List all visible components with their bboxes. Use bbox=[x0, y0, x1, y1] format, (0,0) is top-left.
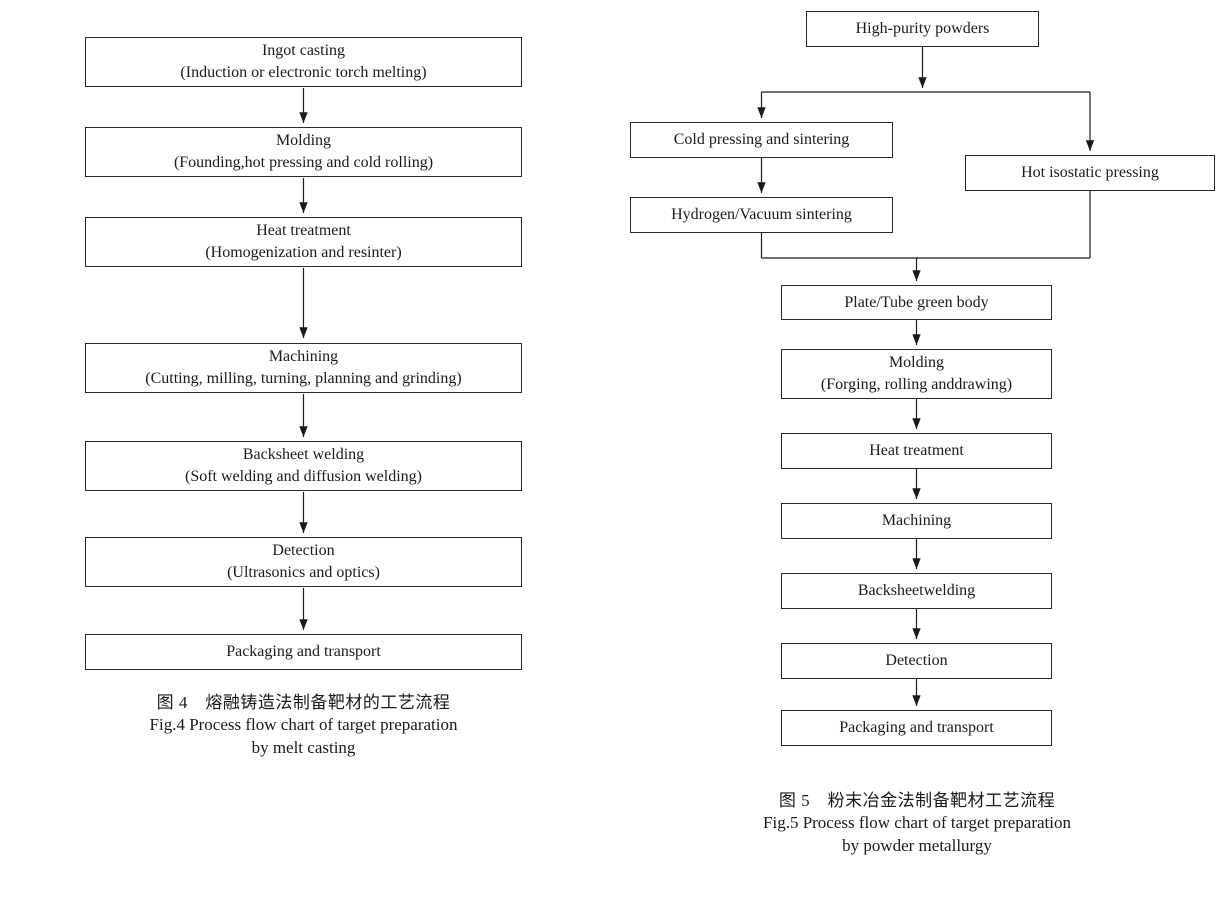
flow-box-cold-pressing-sintering: Cold pressing and sintering bbox=[630, 122, 893, 158]
flow-box-machining-pm: Machining bbox=[781, 503, 1052, 539]
flow-box-molding: Molding (Founding,hot pressing and cold … bbox=[85, 127, 522, 177]
flow-box-title: Cold pressing and sintering bbox=[673, 131, 850, 149]
flow-box-title: Heat treatment bbox=[256, 222, 351, 240]
flow-box-molding-pm: Molding (Forging, rolling anddrawing) bbox=[781, 349, 1052, 399]
flow-box-heat-treatment: Heat treatment (Homogenization and resin… bbox=[85, 217, 522, 267]
flow-box-title: Hydrogen/Vacuum sintering bbox=[671, 206, 852, 224]
fig4-caption: 图 4 熔融铸造法制备靶材的工艺流程 Fig.4 Process flow ch… bbox=[85, 692, 522, 759]
flow-box-subtitle: (Homogenization and resinter) bbox=[205, 244, 402, 261]
fig4-caption-english-line1: Fig.4 Process flow chart of target prepa… bbox=[149, 715, 458, 735]
flow-box-title: Detection bbox=[885, 652, 948, 670]
flow-box-heat-treatment-pm: Heat treatment bbox=[781, 433, 1052, 469]
flow-box-machining: Machining (Cutting, milling, turning, pl… bbox=[85, 343, 522, 393]
flow-box-subtitle: (Forging, rolling anddrawing) bbox=[820, 376, 1013, 393]
fig4-caption-english-line2: by melt casting bbox=[251, 737, 356, 757]
fig5-caption: 图 5 粉末冶金法制备靶材工艺流程 Fig.5 Process flow cha… bbox=[697, 790, 1137, 857]
flow-box-subtitle: (Induction or electronic torch melting) bbox=[180, 64, 427, 81]
flow-box-title: Backsheetwelding bbox=[857, 582, 976, 600]
flow-box-title: Machining bbox=[881, 512, 952, 530]
flow-box-ingot-casting: Ingot casting (Induction or electronic t… bbox=[85, 37, 522, 87]
flow-box-subtitle: (Cutting, milling, turning, planning and… bbox=[145, 370, 462, 387]
flow-box-plate-tube-green-body: Plate/Tube green body bbox=[781, 285, 1052, 320]
flow-box-detection-pm: Detection bbox=[781, 643, 1052, 679]
flow-box-title: Heat treatment bbox=[869, 442, 964, 460]
flow-box-title: Detection bbox=[272, 542, 335, 560]
flow-box-backsheet-welding-pm: Backsheetwelding bbox=[781, 573, 1052, 609]
flow-box-title: Molding bbox=[275, 132, 332, 150]
flow-box-hot-isostatic-pressing: Hot isostatic pressing bbox=[965, 155, 1215, 191]
flow-box-title: Ingot casting bbox=[261, 42, 346, 60]
flow-box-title: Packaging and transport bbox=[226, 643, 381, 661]
flow-box-title: Molding bbox=[888, 354, 945, 372]
flow-box-high-purity-powders: High-purity powders bbox=[806, 11, 1039, 47]
flow-box-title: Backsheet welding bbox=[242, 446, 365, 464]
fig5-caption-chinese: 图 5 粉末冶金法制备靶材工艺流程 bbox=[778, 791, 1056, 810]
flow-box-subtitle: (Founding,hot pressing and cold rolling) bbox=[173, 154, 434, 171]
flow-box-detection: Detection (Ultrasonics and optics) bbox=[85, 537, 522, 587]
flow-box-title: High-purity powders bbox=[855, 20, 990, 38]
flow-box-title: Machining bbox=[268, 348, 339, 366]
flow-box-subtitle: (Soft welding and diffusion welding) bbox=[184, 468, 422, 485]
flow-box-hydrogen-vacuum-sintering: Hydrogen/Vacuum sintering bbox=[630, 197, 893, 233]
flow-box-title: Plate/Tube green body bbox=[844, 293, 989, 311]
flow-box-subtitle: (Ultrasonics and optics) bbox=[227, 564, 380, 581]
fig5-caption-english-line2: by powder metallurgy bbox=[842, 835, 992, 855]
flow-box-backsheet-welding: Backsheet welding (Soft welding and diff… bbox=[85, 441, 522, 491]
fig5-caption-english-line1: Fig.5 Process flow chart of target prepa… bbox=[763, 813, 1071, 833]
flow-box-packaging-transport-pm: Packaging and transport bbox=[781, 710, 1052, 746]
flow-box-packaging-transport: Packaging and transport bbox=[85, 634, 522, 670]
flow-box-title: Hot isostatic pressing bbox=[1021, 164, 1159, 182]
flow-box-title: Packaging and transport bbox=[839, 719, 994, 737]
fig4-caption-chinese: 图 4 熔融铸造法制备靶材的工艺流程 bbox=[156, 693, 451, 712]
